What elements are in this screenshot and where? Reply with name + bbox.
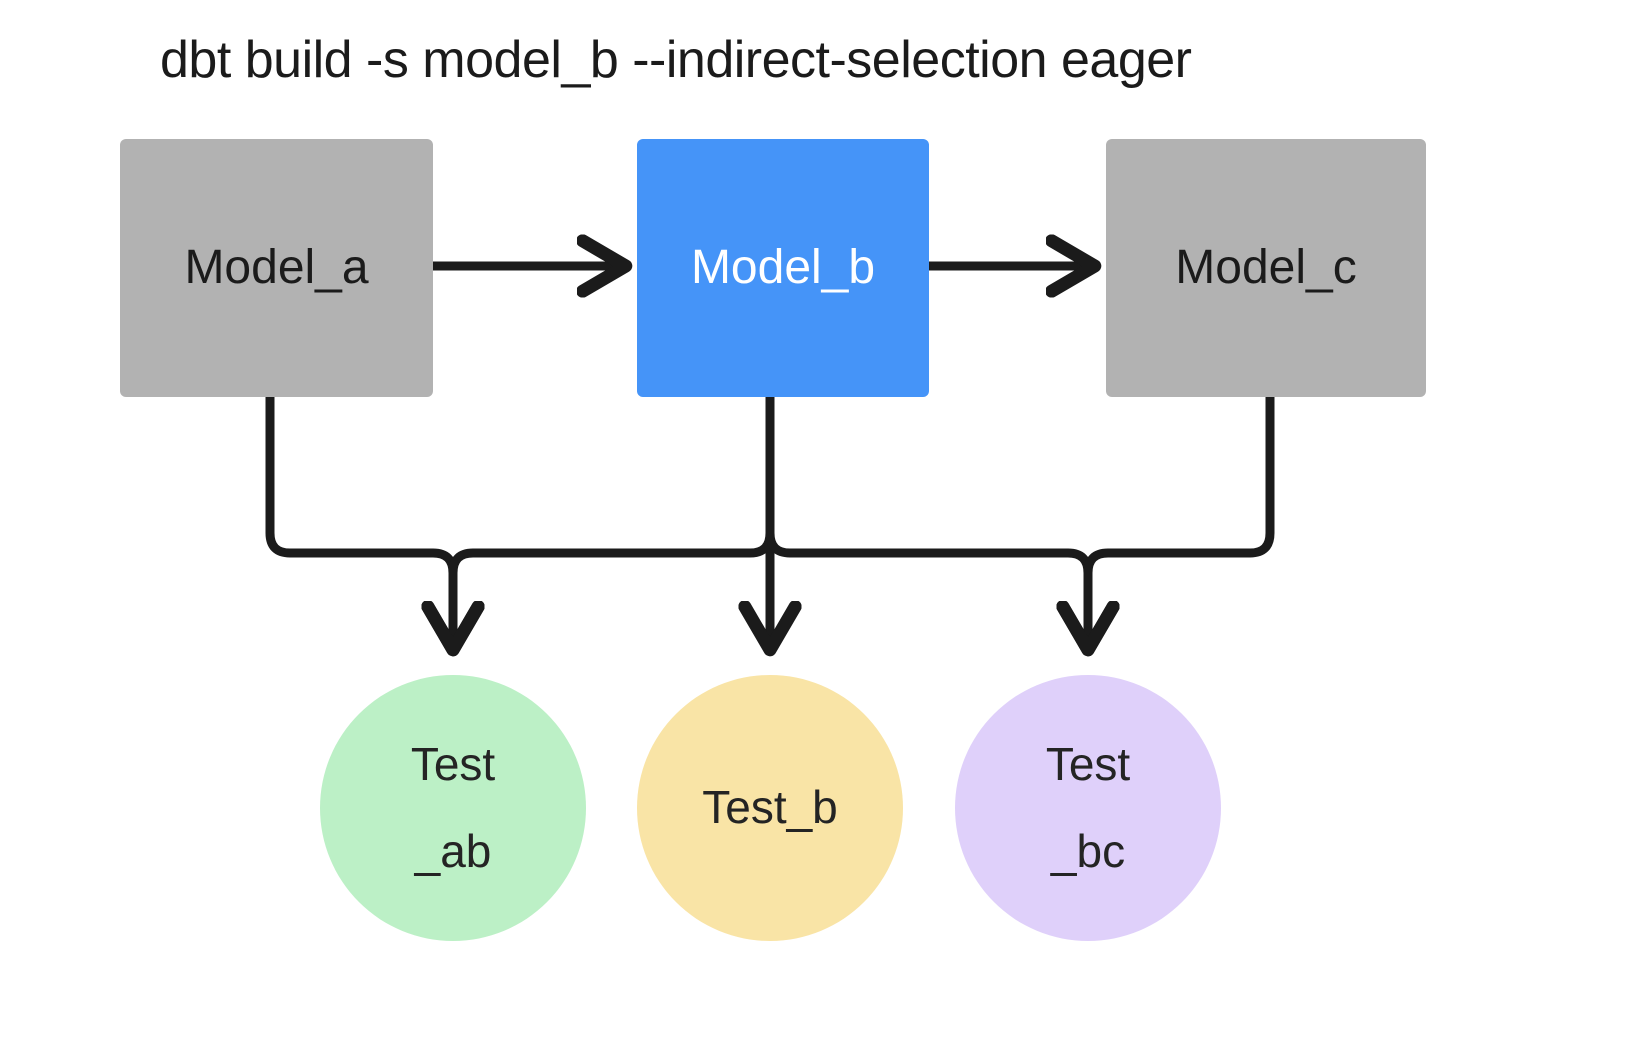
node-test-ab[interactable]: Test _ab — [320, 675, 586, 941]
node-test-b[interactable]: Test_b — [637, 675, 903, 941]
edge-model-b-to-test-ab — [453, 397, 775, 648]
node-model-a[interactable]: Model_a — [120, 139, 433, 397]
edge-model-c-to-test-bc — [1088, 397, 1275, 648]
node-model-b[interactable]: Model_b — [637, 139, 929, 397]
node-test-ab-label: Test _ab — [410, 737, 496, 877]
edge-model-b-to-test-bc — [765, 397, 1088, 648]
node-model-c-label: Model_c — [1175, 240, 1357, 294]
node-test-b-label: Test_b — [702, 781, 838, 834]
page-title: dbt build -s model_b --indirect-selectio… — [160, 31, 1192, 89]
node-test-bc[interactable]: Test _bc — [955, 675, 1221, 941]
node-test-bc-label: Test _bc — [1045, 737, 1131, 877]
node-model-a-label: Model_a — [184, 240, 369, 294]
edge-model-a-to-test-ab — [265, 397, 453, 648]
node-model-b-label: Model_b — [690, 240, 876, 294]
node-model-c[interactable]: Model_c — [1106, 139, 1426, 397]
